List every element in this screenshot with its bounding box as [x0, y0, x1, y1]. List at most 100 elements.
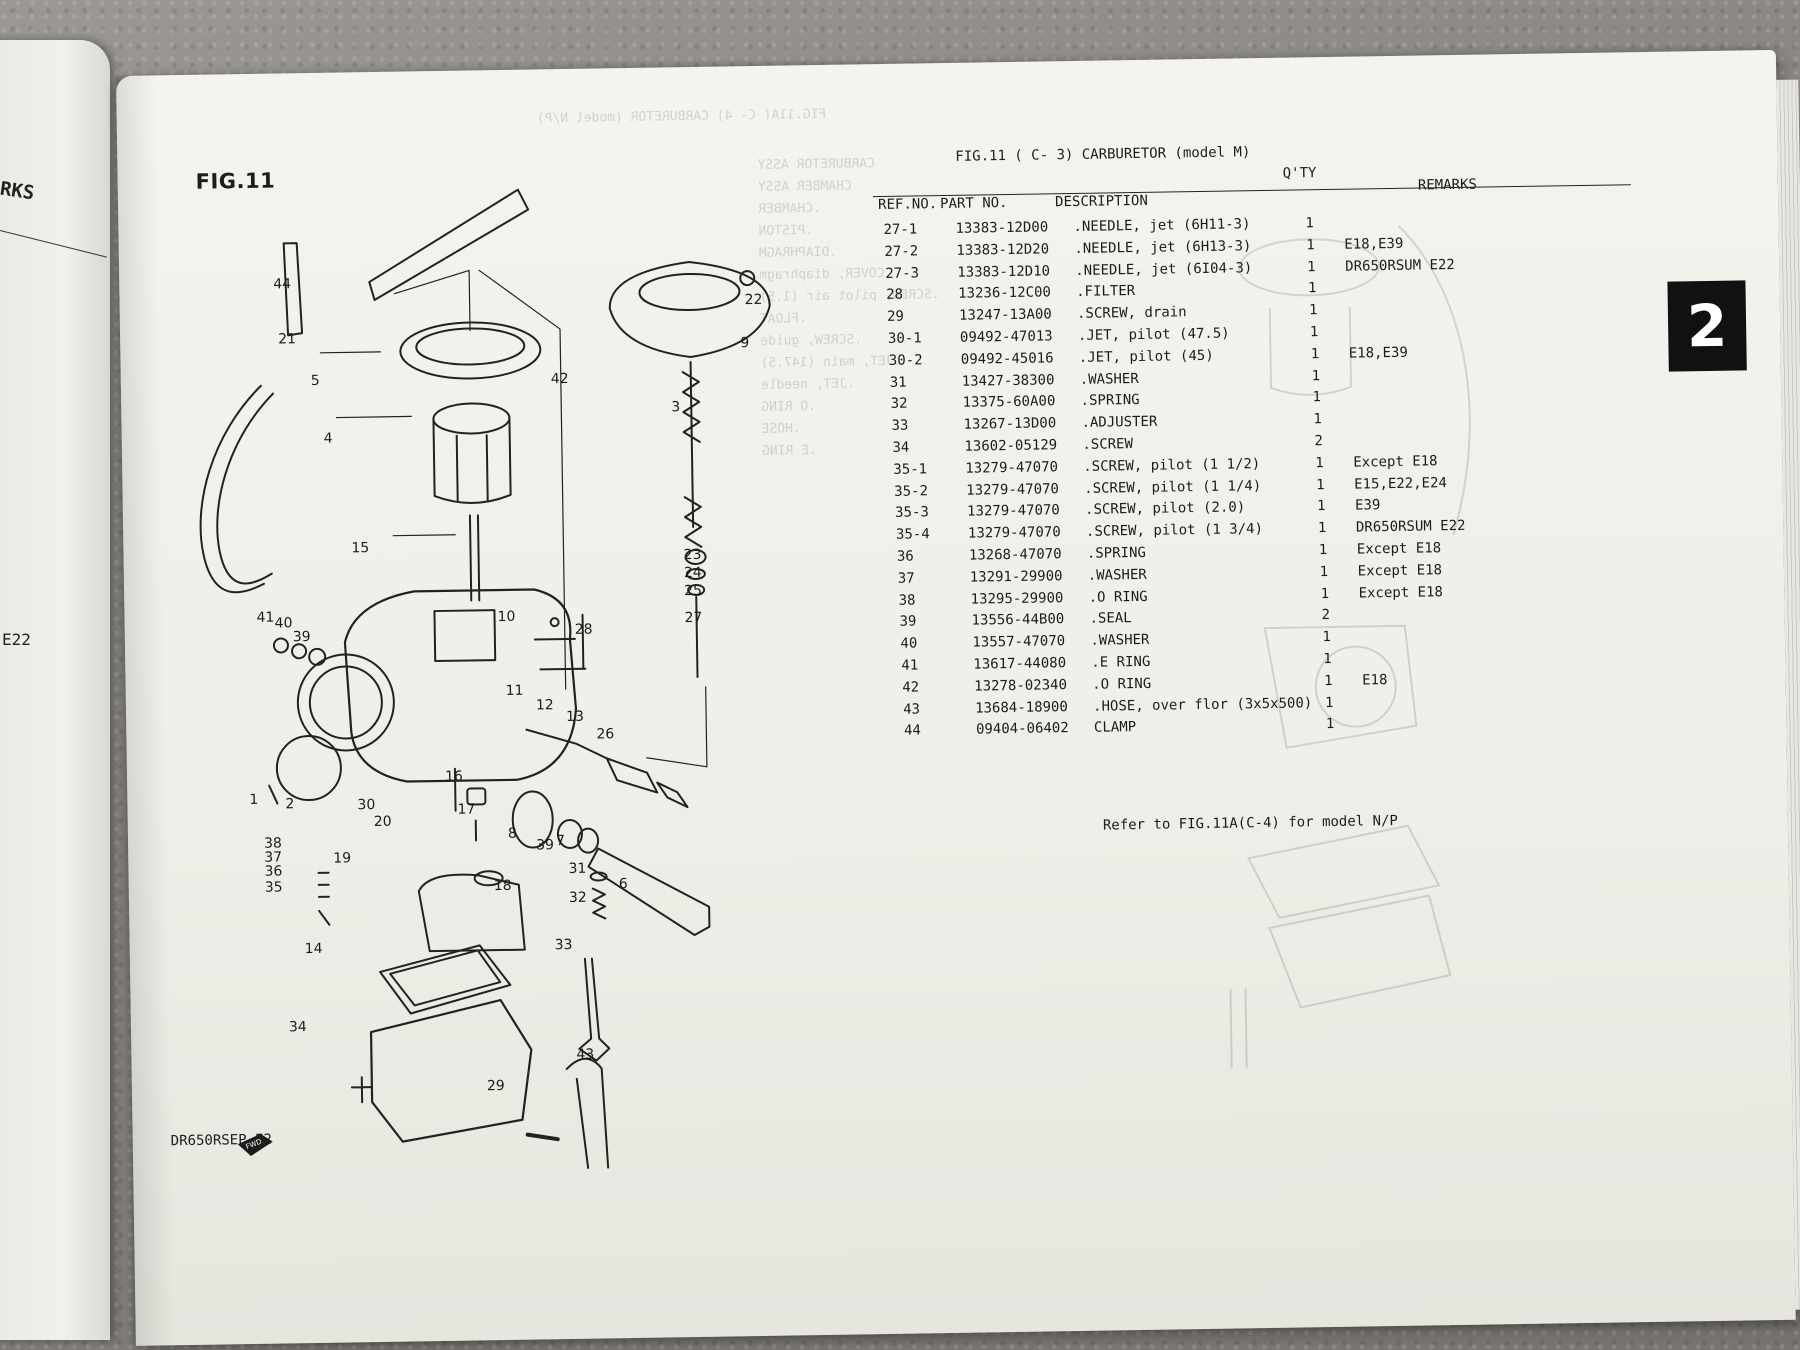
description-cell: .SCREW [1082, 436, 1134, 453]
callout-number: 39 [293, 629, 311, 645]
ref-number-cell: 44 [903, 722, 922, 740]
callout-number: 17 [457, 801, 475, 817]
callout-number: 38 [264, 835, 282, 851]
callout-number: 16 [445, 769, 463, 785]
part-number-cell: 13383-12D00 [955, 219, 1049, 237]
ref-number-cell: 35-3 [894, 504, 929, 522]
col-header-part: PART NO. [939, 195, 1008, 213]
col-header-ref: REF.NO. [877, 196, 938, 214]
part-number-cell: 13557-47070 [972, 633, 1066, 651]
callout-number: 22 [744, 292, 762, 308]
callout-number: 14 [305, 941, 323, 957]
callout-number: 21 [278, 331, 296, 347]
callout-number: 4 [324, 431, 333, 447]
description-cell: .WASHER [1079, 370, 1139, 388]
callout-number: 26 [596, 726, 614, 742]
ref-number-cell: 27-3 [885, 265, 920, 282]
description-cell: .WASHER [1090, 632, 1150, 649]
callout-number: 11 [506, 683, 524, 699]
ref-number-cell: 30-2 [888, 352, 923, 369]
left-page-rule [0, 230, 107, 258]
part-number-cell: 13427-38300 [961, 371, 1055, 390]
part-number-cell: 13375-60A00 [962, 393, 1056, 412]
ref-number-cell: 40 [900, 635, 918, 652]
part-number-cell: 13295-29900 [970, 589, 1064, 608]
callout-number: 30 [357, 797, 375, 813]
left-page-edge: RKS E22 [0, 40, 110, 1340]
part-number-cell: 13268-47070 [968, 546, 1062, 564]
ref-number-cell: 42 [902, 679, 920, 696]
description-cell: .JET, pilot (45) [1078, 347, 1214, 366]
callout-number: 33 [555, 937, 573, 953]
upper-hose-part [368, 188, 530, 301]
part-number-cell: 13291-29900 [969, 567, 1063, 586]
callout-number: 3 [671, 399, 680, 415]
header-rule [872, 184, 1631, 198]
description-cell: .SPRING [1086, 544, 1147, 562]
callout-number: 9 [740, 335, 749, 351]
callout-number: 35 [265, 879, 283, 895]
callout-number: 32 [569, 890, 587, 906]
callout-number: 27 [684, 610, 702, 626]
callout-number: 28 [575, 622, 593, 638]
page-header: FIG.11 ( C- 3) CARBURETOR (model M) [955, 144, 1251, 165]
ref-number-cell: 39 [899, 613, 917, 631]
description-cell: CLAMP [1093, 719, 1137, 737]
part-number-cell: 13617-44080 [973, 655, 1067, 673]
callout-number: 41 [256, 610, 274, 626]
part-number-cell: 13279-47070 [967, 524, 1061, 542]
part-number-cell: 09492-47013 [959, 328, 1053, 346]
callout-number: 23 [683, 547, 701, 563]
left-page-code: E22 [2, 630, 31, 649]
description-cell: .FILTER [1076, 283, 1136, 301]
callout-number: 5 [311, 373, 320, 389]
callout-number: 34 [289, 1019, 307, 1035]
ref-number-cell: 35-4 [895, 526, 930, 543]
part-number-cell: 13684-18900 [975, 698, 1068, 717]
part-number-cell: 13279-47070 [966, 502, 1060, 521]
callout-number: 1 [249, 792, 258, 808]
ref-number-cell: 36 [896, 548, 914, 565]
callout-number: 24 [684, 565, 702, 581]
exploded-carburetor-diagram: FWD 442154152294232324252710284140391112… [199, 188, 771, 1170]
callout-number: 13 [566, 709, 584, 725]
description-cell: .E RING [1091, 653, 1151, 671]
ref-number-cell: 34 [892, 439, 910, 456]
ref-number-cell: 41 [901, 657, 919, 674]
ref-number-cell: 35-1 [893, 461, 928, 478]
callout-number: 43 [576, 1047, 594, 1063]
fwd-arrow-icon: FWD [237, 1133, 273, 1157]
ref-number-cell: 32 [890, 395, 908, 413]
callout-number: 2 [285, 796, 294, 812]
callout-number: 19 [333, 850, 351, 866]
ref-number-cell: 43 [903, 701, 921, 718]
col-header-remarks: REMARKS [1417, 176, 1478, 194]
bleed-through-diagram [1229, 225, 1471, 1069]
callout-number: 8 [508, 826, 517, 842]
description-cell: .O RING [1092, 675, 1152, 693]
description-cell: .SEAL [1089, 610, 1132, 628]
part-number-cell: 13383-12D10 [957, 262, 1051, 281]
part-number-cell: 13556-44B00 [971, 611, 1065, 630]
ref-number-cell: 38 [898, 592, 916, 609]
col-header-qty: Q'TY [1282, 165, 1317, 182]
part-number-cell: 13279-47070 [966, 480, 1060, 499]
ref-number-cell: 35-2 [894, 482, 929, 500]
bleed-through-header: FIG.11A( C- 4) CARBURETOR (model N/P) [536, 106, 827, 127]
callout-number: 42 [551, 371, 569, 387]
ref-number-cell: 28 [886, 287, 904, 304]
callout-number: 40 [274, 615, 292, 631]
page-stack-edges [1776, 79, 1800, 1310]
part-number-cell: 13602-05129 [964, 437, 1058, 455]
section-tab: 2 [1667, 280, 1747, 372]
callout-number: 18 [494, 878, 512, 894]
callout-number: 39 [536, 837, 554, 853]
part-number-cell: 13236-12C00 [958, 284, 1052, 303]
callout-number: 20 [374, 814, 392, 830]
callout-number: 7 [556, 833, 565, 849]
clamp-part [282, 242, 304, 337]
ref-number-cell: 27-1 [883, 221, 918, 238]
description-cell: .O RING [1088, 588, 1148, 606]
ref-number-cell: 29 [886, 308, 905, 326]
